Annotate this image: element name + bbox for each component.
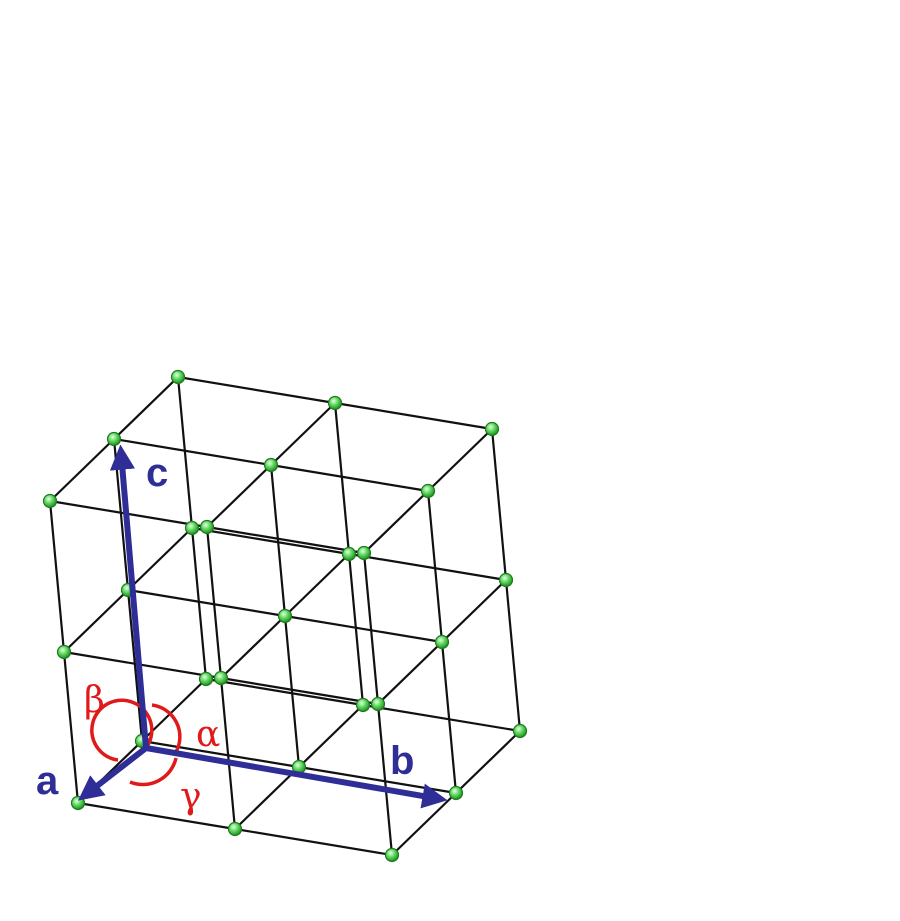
- lattice-point: [170, 369, 186, 385]
- lattice-edge-width: [190, 526, 351, 556]
- lattice-edge-height: [190, 526, 208, 681]
- lattice-point: [484, 421, 500, 437]
- lattice-point: [263, 457, 279, 473]
- lattice-point: [198, 671, 214, 687]
- lattice-point: [434, 634, 450, 650]
- lattice-edge-depth: [62, 588, 130, 654]
- lattice-point: [370, 696, 386, 712]
- beta-label: β: [84, 680, 105, 721]
- lattice-edge-height: [504, 578, 522, 733]
- lattice-edges: [48, 375, 522, 857]
- lattice-point: [512, 723, 528, 739]
- lattice-edge-height: [333, 401, 351, 556]
- axis-b-arrow: [143, 745, 448, 809]
- lattice-edge-width: [219, 676, 380, 706]
- alpha-arc: [151, 703, 182, 753]
- lattice-point: [448, 785, 464, 801]
- lattice-edge-height: [376, 702, 394, 857]
- lattice-edge-width: [76, 801, 237, 831]
- lattice-edge-height: [219, 676, 237, 831]
- alpha-label: α: [196, 714, 220, 755]
- lattice-point: [227, 821, 243, 837]
- axis-a-arrow: [78, 745, 149, 801]
- lattice-edge-width: [205, 525, 366, 555]
- lattice-edge-width: [126, 588, 287, 618]
- lattice-edge-width: [333, 401, 494, 431]
- lattice-edge-depth: [48, 437, 116, 503]
- lattice-edge-height: [347, 552, 365, 707]
- lattice-point: [356, 545, 372, 561]
- lattice-edge-depth: [454, 729, 522, 795]
- beta-arc: [90, 698, 154, 762]
- lattice-edge-height: [490, 427, 508, 582]
- lattice-point: [277, 608, 293, 624]
- gamma-label: γ: [180, 776, 202, 817]
- lattice-point: [355, 697, 371, 713]
- lattice-edge-depth: [297, 703, 365, 769]
- lattice-point: [42, 493, 58, 509]
- lattice-point: [199, 519, 215, 535]
- lattice-point: [327, 395, 343, 411]
- lattice-edge-depth: [362, 489, 430, 555]
- lattice-point: [341, 546, 357, 562]
- lattice-point: [213, 670, 229, 686]
- lattice-point: [420, 483, 436, 499]
- lattice-points: [42, 369, 528, 863]
- lattice-edge-depth: [269, 401, 337, 467]
- lattice-edge-depth: [126, 526, 194, 592]
- lattice-edge-height: [283, 614, 301, 769]
- lattice-edge-width: [62, 650, 223, 680]
- lattice-edge-height: [62, 650, 80, 805]
- axis-a-label: a: [36, 759, 59, 803]
- lattice-edge-width: [233, 827, 394, 857]
- lattice-point: [184, 520, 200, 536]
- lattice-edge-depth: [390, 791, 458, 857]
- lattice-edge-width: [176, 375, 337, 405]
- axis-c-arrow: [109, 444, 149, 751]
- lattice-point: [56, 644, 72, 660]
- lattice-axes: c b a: [36, 444, 448, 809]
- lattice-edge-height: [440, 640, 458, 795]
- lattice-edge-depth: [205, 463, 273, 529]
- lattice-edge-width: [112, 437, 273, 467]
- lattice-edge-depth: [112, 375, 180, 441]
- lattice-edge-depth: [283, 552, 351, 618]
- lattice-edge-width: [204, 677, 365, 707]
- lattice-edge-height: [126, 588, 144, 743]
- lattice-edge-width: [361, 703, 522, 733]
- lattice-edge-height: [205, 525, 223, 680]
- lattice-edge-depth: [219, 614, 287, 680]
- axis-b-label: b: [390, 739, 414, 783]
- lattice-edge-depth: [233, 765, 301, 831]
- lattice-edge-width: [140, 739, 301, 769]
- axis-c-label: c: [146, 451, 168, 495]
- lattice-point: [106, 431, 122, 447]
- lattice-edge-depth: [440, 578, 508, 644]
- angle-markers: β α γ: [84, 680, 220, 817]
- lattice-edge-height: [176, 375, 194, 530]
- lattice-edge-height: [48, 499, 66, 654]
- lattice-point: [498, 572, 514, 588]
- lattice-edge-height: [426, 489, 444, 644]
- lattice-edge-height: [362, 551, 380, 706]
- lattice-edge-depth: [426, 427, 494, 493]
- lattice-point: [384, 847, 400, 863]
- gamma-arc: [129, 757, 178, 787]
- lattice-edge-height: [269, 463, 287, 618]
- lattice-edge-width: [283, 614, 444, 644]
- lattice-edge-width: [347, 552, 508, 582]
- lattice-edge-depth: [376, 640, 444, 706]
- lattice-edge-width: [269, 463, 430, 493]
